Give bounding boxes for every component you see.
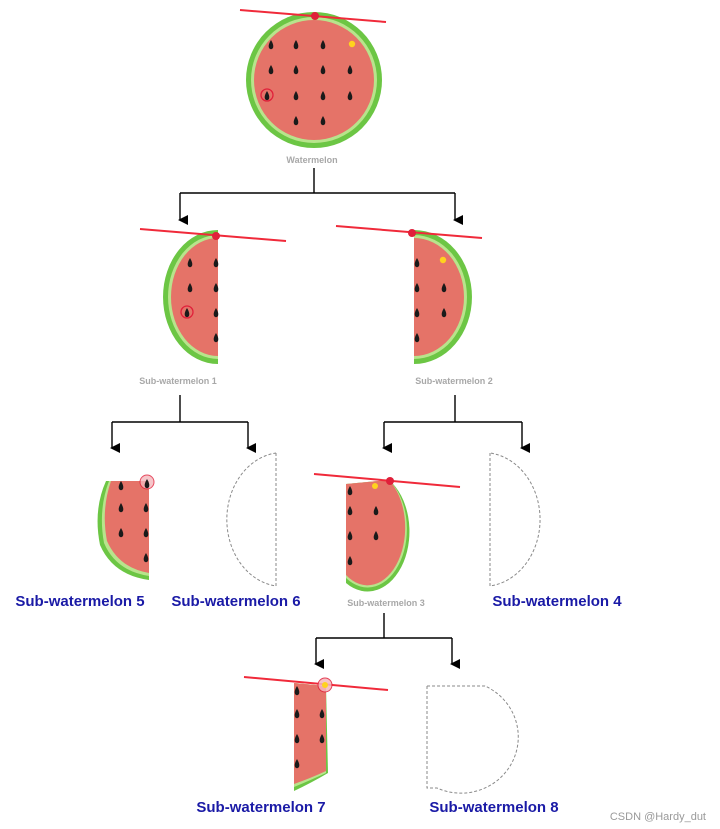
label-sub-watermelon-3: Sub-watermelon 3: [347, 598, 425, 608]
watermark: CSDN @Hardy_dut: [610, 811, 706, 823]
highlight-seed: [372, 483, 378, 489]
label-sub-watermelon-2: Sub-watermelon 2: [415, 376, 493, 386]
edge-sub1-children: [112, 395, 248, 448]
highlight-seed: [440, 257, 446, 263]
highlight-seed: [322, 682, 328, 688]
label-sub-watermelon-6: Sub-watermelon 6: [171, 593, 300, 610]
edge-sub3-children: [316, 613, 452, 664]
node-sub-watermelon-4: [490, 453, 540, 586]
label-sub-watermelon-4: Sub-watermelon 4: [492, 593, 622, 610]
label-watermelon: Watermelon: [286, 155, 337, 165]
node-sub-watermelon-8: [427, 686, 518, 793]
pivot-point: [408, 229, 416, 237]
pivot-point: [311, 12, 319, 20]
pivot-point: [212, 232, 220, 240]
node-sub-watermelon-6: [227, 453, 276, 586]
label-sub-watermelon-5: Sub-watermelon 5: [15, 593, 144, 610]
edge-root-children: [180, 168, 455, 220]
highlight-seed: [349, 41, 355, 47]
label-sub-watermelon-7: Sub-watermelon 7: [196, 799, 325, 816]
edge-sub2-children: [384, 395, 522, 448]
node-sub-watermelon-3: [314, 474, 460, 591]
label-sub-watermelon-8: Sub-watermelon 8: [429, 799, 558, 816]
node-sub-watermelon-1: [140, 229, 286, 364]
pivot-point: [386, 477, 394, 485]
node-sub-watermelon-5: [98, 475, 154, 580]
node-sub-watermelon-7: [244, 677, 388, 791]
node-sub-watermelon-2: [336, 226, 482, 364]
node-watermelon: [240, 10, 386, 148]
label-sub-watermelon-1: Sub-watermelon 1: [139, 376, 217, 386]
